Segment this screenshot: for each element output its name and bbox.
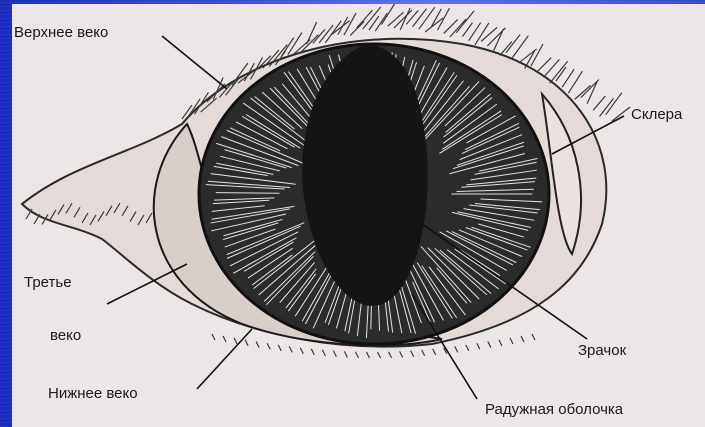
fur-stroke [389, 352, 392, 358]
fur-stroke [456, 11, 474, 33]
fur-stroke [322, 350, 325, 356]
eye-diagram-panel: Верхнее веко Склера Третье веко Зрачок Н… [12, 4, 705, 427]
fur-stroke [593, 96, 605, 110]
label-iris: Радужная оболочка [485, 401, 623, 419]
fur-stroke [212, 334, 215, 340]
fur-stroke [537, 58, 551, 72]
fur-stroke [311, 349, 314, 355]
fur-stroke [422, 350, 425, 356]
fur-stroke [550, 61, 568, 83]
fur-stroke [431, 9, 441, 27]
fur-stroke [289, 346, 292, 352]
fur-stroke [333, 351, 336, 357]
label-pupil: Зрачок [578, 342, 626, 360]
fur-stroke [388, 12, 404, 26]
fur-stroke [267, 343, 270, 349]
fur-stroke [510, 338, 513, 344]
iris-fiber [216, 193, 280, 194]
fur-stroke [488, 342, 491, 348]
fur-stroke [245, 340, 248, 346]
fur-stroke [455, 346, 458, 352]
fur-stroke [521, 336, 524, 342]
eye-illustration [12, 4, 705, 427]
fur-stroke [375, 13, 387, 31]
fur-stroke [512, 36, 528, 58]
fur-stroke [278, 345, 281, 351]
fur-stroke [466, 345, 469, 351]
fur-stroke [411, 351, 414, 357]
label-upper-eyelid: Верхнее веко [14, 24, 108, 42]
fur-stroke [400, 351, 403, 357]
fur-stroke [234, 338, 237, 344]
fur-stroke [575, 85, 591, 99]
fur-stroke [413, 9, 427, 27]
fur-stroke [606, 93, 622, 115]
fur-stroke [400, 8, 410, 30]
fur-stroke [282, 38, 294, 56]
fur-stroke [433, 349, 436, 355]
fur-stroke [350, 21, 364, 35]
upper-eyelid-pointer [162, 36, 227, 89]
fur-stroke [462, 23, 472, 37]
fur-stroke [587, 82, 597, 104]
label-lower-eyelid: Нижнее веко [48, 385, 138, 403]
fur-stroke [532, 334, 535, 340]
fur-stroke [313, 29, 325, 43]
fur-stroke [562, 69, 574, 87]
fur-stroke [256, 342, 259, 348]
label-third-eyelid-line2: веко [50, 327, 81, 345]
fur-stroke [494, 29, 504, 51]
fur-stroke [499, 340, 502, 346]
fur-stroke [366, 352, 369, 358]
fur-stroke [500, 42, 512, 56]
fur-stroke [612, 107, 630, 121]
fur-stroke [355, 352, 358, 358]
fur-stroke [223, 336, 226, 342]
fur-stroke [581, 80, 599, 98]
fur-stroke [475, 23, 489, 45]
label-sclera: Склера [631, 106, 682, 124]
label-third-eyelid-line1: Третье [24, 274, 72, 292]
fur-stroke [378, 352, 381, 358]
fur-stroke [477, 343, 480, 349]
fur-stroke [300, 348, 303, 354]
fur-stroke [525, 50, 535, 68]
fur-stroke [344, 351, 347, 357]
